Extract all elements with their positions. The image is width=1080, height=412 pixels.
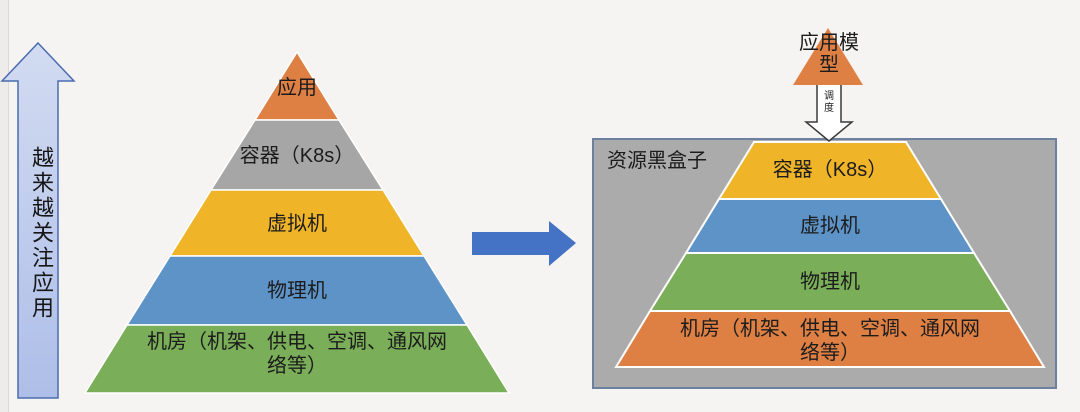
resource-blackbox-label: 资源黑盒子 bbox=[607, 150, 707, 172]
left-pyramid-label-container-k8s: 容器（K8s） bbox=[239, 145, 355, 167]
left-pyramid-label-physical-machine: 物理机 bbox=[267, 280, 327, 302]
right-stack-label-datacenter: 机房（机架、供电、空调、通风网络等） bbox=[680, 318, 980, 364]
right-stack-layer-datacenter bbox=[614, 310, 1046, 368]
left-pyramid-layer-datacenter bbox=[83, 324, 511, 394]
schedule-arrow-label: 调度 bbox=[824, 91, 834, 114]
transform-right-arrow bbox=[472, 221, 576, 266]
left-pyramid-label-vm: 虚拟机 bbox=[267, 213, 327, 235]
increasing-focus-arrow bbox=[0, 41, 76, 399]
app-model-triangle bbox=[793, 28, 863, 85]
left-pyramid-label-app: 应用 bbox=[277, 77, 317, 99]
app-model-label: 应用模型 bbox=[799, 32, 859, 76]
increasing-focus-arrow-label: 越来越关注应用 bbox=[29, 146, 54, 321]
right-stack-label-container-k8s: 容器（K8s） bbox=[772, 159, 888, 181]
right-stack-label-physical-machine: 物理机 bbox=[800, 271, 860, 293]
left-pyramid-label-datacenter: 机房（机架、供电、空调、通风网络等） bbox=[147, 331, 447, 377]
schedule-down-arrow bbox=[803, 83, 855, 142]
right-stack-label-vm: 虚拟机 bbox=[800, 215, 860, 237]
slide-left-edge bbox=[0, 0, 9, 412]
